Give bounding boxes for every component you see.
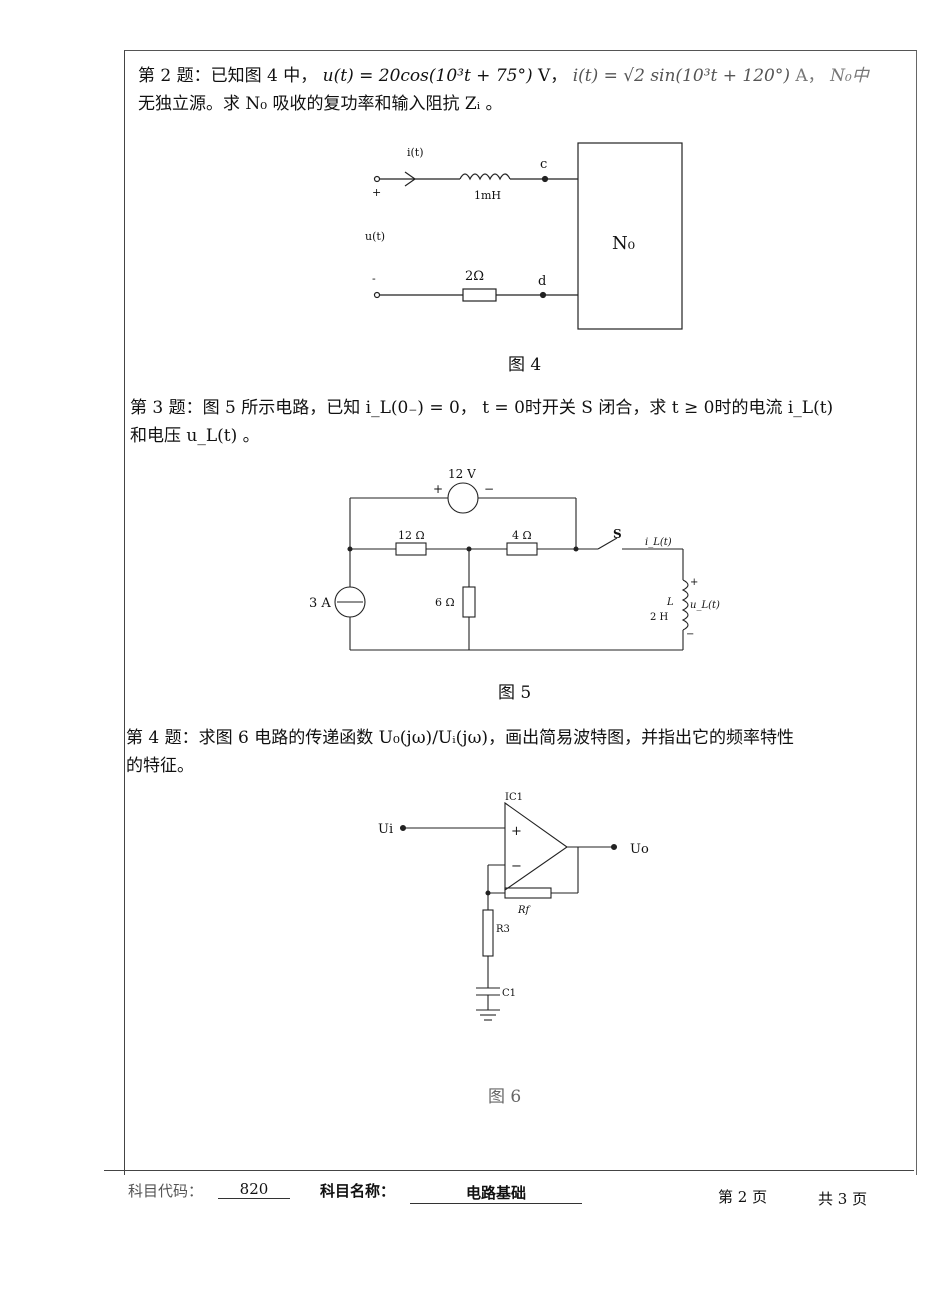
fig6-uo-label: Uo	[630, 842, 649, 857]
q2-text: 第 2 题：已知图 4 中， u(t) = 20cos(10³t + 75°) …	[138, 62, 918, 118]
q3-line1: 第 3 题：图 5 所示电路，已知 i_L(0₋) = 0， t = 0时开关 …	[130, 398, 834, 418]
q4-text: 第 4 题：求图 6 电路的传递函数 U₀(jω)/Uᵢ(jω)，画出简易波特图…	[126, 724, 916, 780]
footer-name-value: 电路基础	[410, 1182, 582, 1204]
fig5-v-plus: +	[433, 482, 443, 496]
switch-s	[597, 537, 618, 550]
fig6-plus: +	[511, 824, 522, 839]
figure-4	[373, 142, 683, 330]
fig5-r4-label: 4 Ω	[512, 529, 532, 542]
fig4-r-label: 2Ω	[465, 269, 484, 284]
fig5-l-plus: +	[690, 577, 698, 588]
figure-5	[334, 482, 689, 651]
fig4-l-label: 1mH	[474, 189, 501, 202]
footer-page: 第 2 页	[718, 1188, 768, 1206]
footer-name-label: 科目名称：	[320, 1182, 396, 1200]
n0-box	[577, 142, 683, 330]
fig5-r6-label: 6 Ω	[435, 596, 455, 609]
q3-text: 第 3 题：图 5 所示电路，已知 i_L(0₋) = 0， t = 0时开关 …	[130, 394, 915, 450]
q4-line2: 的特征。	[126, 756, 194, 776]
fig5-ul-label: u_L(t)	[690, 600, 720, 611]
inductor-2h	[681, 579, 689, 631]
op-amp-ic1	[504, 801, 568, 892]
resistor-r3	[482, 909, 494, 957]
fig5-i-label: 3 A	[309, 596, 331, 611]
fig4-i-label: i(t)	[407, 146, 424, 159]
fig4-box-label: N₀	[612, 233, 635, 254]
figure-6	[399, 801, 618, 1021]
fig5-v-minus: −	[484, 482, 494, 496]
fig6-c1-label: C1	[502, 988, 516, 999]
fig6-caption: 图 6	[488, 1087, 522, 1107]
voltage-source-12v	[447, 482, 479, 514]
resistor-12ohm	[395, 542, 427, 556]
fig6-ic-label: IC1	[505, 792, 523, 803]
resistor-6ohm	[462, 586, 476, 618]
fig4-minus: -	[372, 272, 376, 285]
fig5-r12-label: 12 Ω	[398, 529, 425, 542]
q2-line1: 第 2 题：已知图 4 中， u(t) = 20cos(10³t + 75°) …	[138, 66, 869, 86]
resistor-rf	[504, 887, 552, 899]
fig5-l-minus: −	[686, 629, 694, 640]
fig6-rf-label: Rf	[517, 905, 532, 916]
q4-line1: 第 4 题：求图 6 电路的传递函数 U₀(jω)/Uᵢ(jω)，画出简易波特图…	[126, 728, 795, 748]
fig5-l-name: L	[666, 597, 674, 608]
fig4-c-label: c	[540, 157, 547, 172]
fig6-minus: −	[511, 859, 522, 874]
page-frame	[124, 50, 917, 1175]
fig4-u-label: u(t)	[365, 230, 385, 243]
fig5-caption: 图 5	[498, 683, 532, 703]
fig4-plus: +	[372, 186, 381, 199]
fig5-v-label: 12 V	[448, 467, 476, 481]
resistor-4ohm	[506, 542, 538, 556]
fig4-caption: 图 4	[508, 355, 542, 375]
fig6-ui-label: Ui	[378, 822, 393, 837]
q3-line2: 和电压 u_L(t) 。	[130, 426, 260, 446]
inductor-1mh	[459, 173, 511, 181]
fig5-l-value: 2 H	[650, 612, 669, 623]
resistor-2ohm	[462, 288, 497, 302]
footer-total: 共 3 页	[818, 1190, 868, 1208]
fig4-d-label: d	[538, 274, 546, 289]
footer-rule	[104, 1170, 914, 1171]
footer-code-value: 820	[218, 1180, 290, 1199]
fig5-switch-label: S	[613, 527, 622, 541]
q2-line2: 无独立源。求 N₀ 吸收的复功率和输入阻抗 Zᵢ 。	[138, 94, 503, 114]
footer-code-label: 科目代码：	[128, 1182, 204, 1200]
fig5-il-label: i_L(t)	[645, 537, 672, 548]
fig6-r3-label: R3	[496, 924, 510, 935]
